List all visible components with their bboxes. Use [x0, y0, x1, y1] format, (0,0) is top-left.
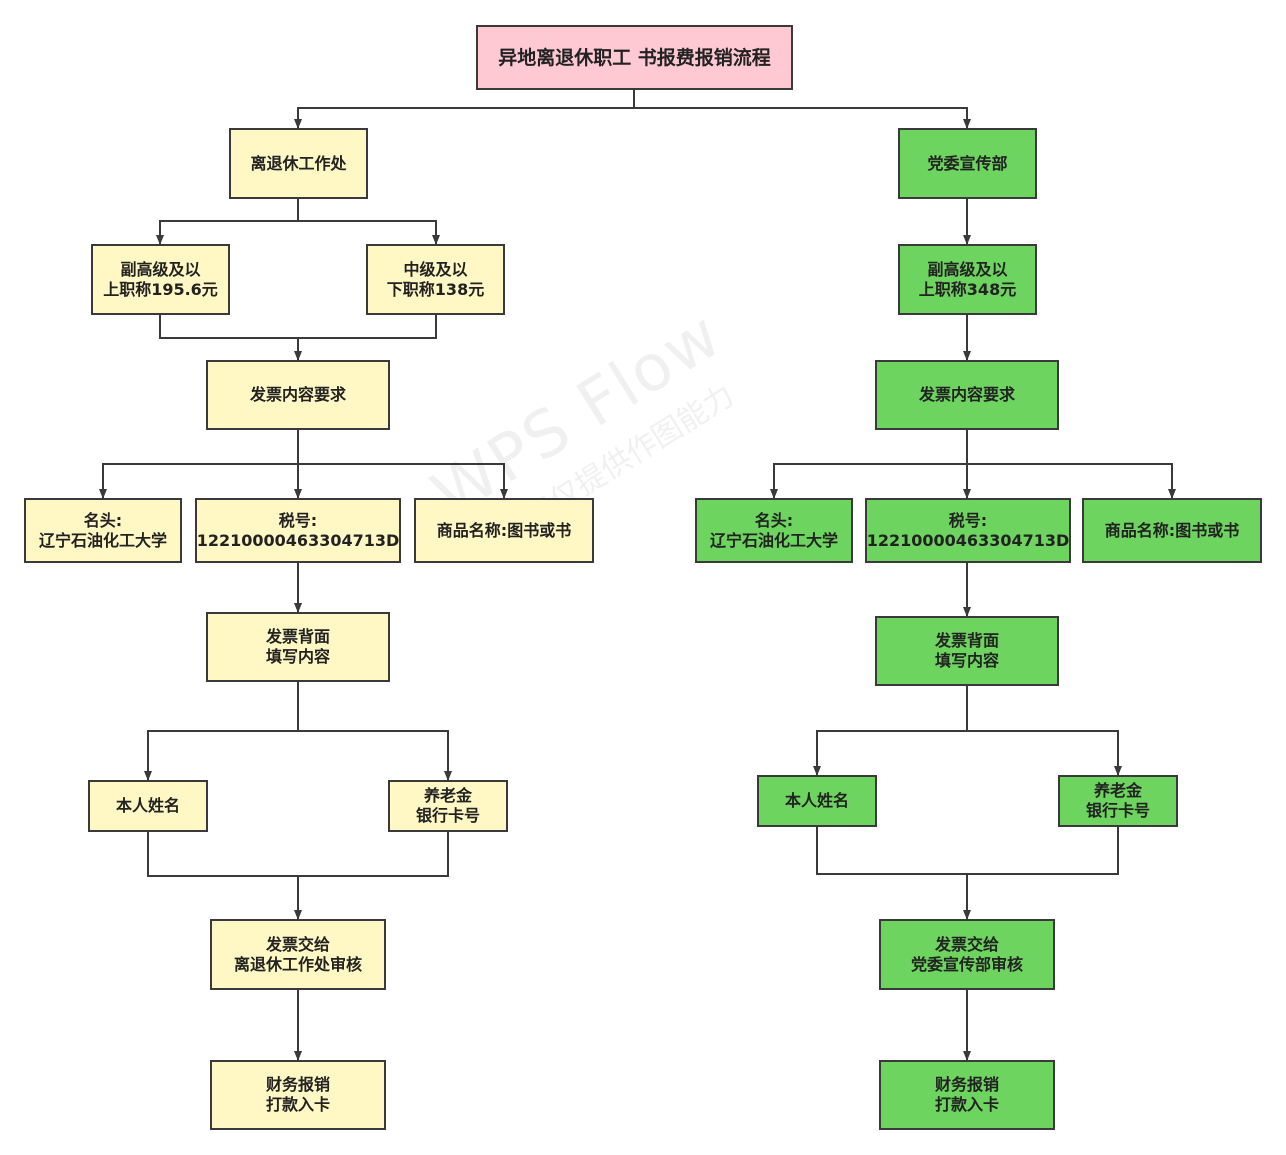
left-back-node: 发票背面 填写内容	[206, 612, 390, 682]
right-finance-node: 财务报销 打款入卡	[879, 1060, 1055, 1130]
flow-title: 异地离退休职工 书报费报销流程	[476, 25, 793, 90]
right-header-name-node: 名头: 辽宁石油化工大学	[695, 498, 853, 563]
left-invoice-req-node: 发票内容要求	[206, 360, 390, 430]
right-senior-node: 副高级及以 上职称348元	[898, 244, 1037, 315]
left-goods-node: 商品名称:图书或书	[414, 498, 594, 563]
left-finance-node: 财务报销 打款入卡	[210, 1060, 386, 1130]
left-mid-node: 中级及以 下职称138元	[366, 244, 505, 315]
right-goods-node: 商品名称:图书或书	[1082, 498, 1262, 563]
left-senior-node: 副高级及以 上职称195.6元	[91, 244, 230, 315]
right-back-node: 发票背面 填写内容	[875, 616, 1059, 686]
left-dept-node: 离退休工作处	[229, 128, 368, 199]
right-own-name-node: 本人姓名	[757, 775, 877, 827]
right-invoice-req-node: 发票内容要求	[875, 360, 1059, 430]
right-submit-node: 发票交给 党委宣传部审核	[879, 919, 1055, 990]
left-tax-id-node: 税号: 12210000463304713D	[195, 498, 401, 563]
left-header-name-node: 名头: 辽宁石油化工大学	[24, 498, 182, 563]
right-dept-node: 党委宣传部	[898, 128, 1037, 199]
left-own-name-node: 本人姓名	[88, 780, 208, 832]
left-pension-node: 养老金 银行卡号	[388, 780, 508, 832]
right-tax-id-node: 税号: 12210000463304713D	[865, 498, 1071, 563]
right-pension-node: 养老金 银行卡号	[1058, 775, 1178, 827]
left-submit-node: 发票交给 离退休工作处审核	[210, 919, 386, 990]
